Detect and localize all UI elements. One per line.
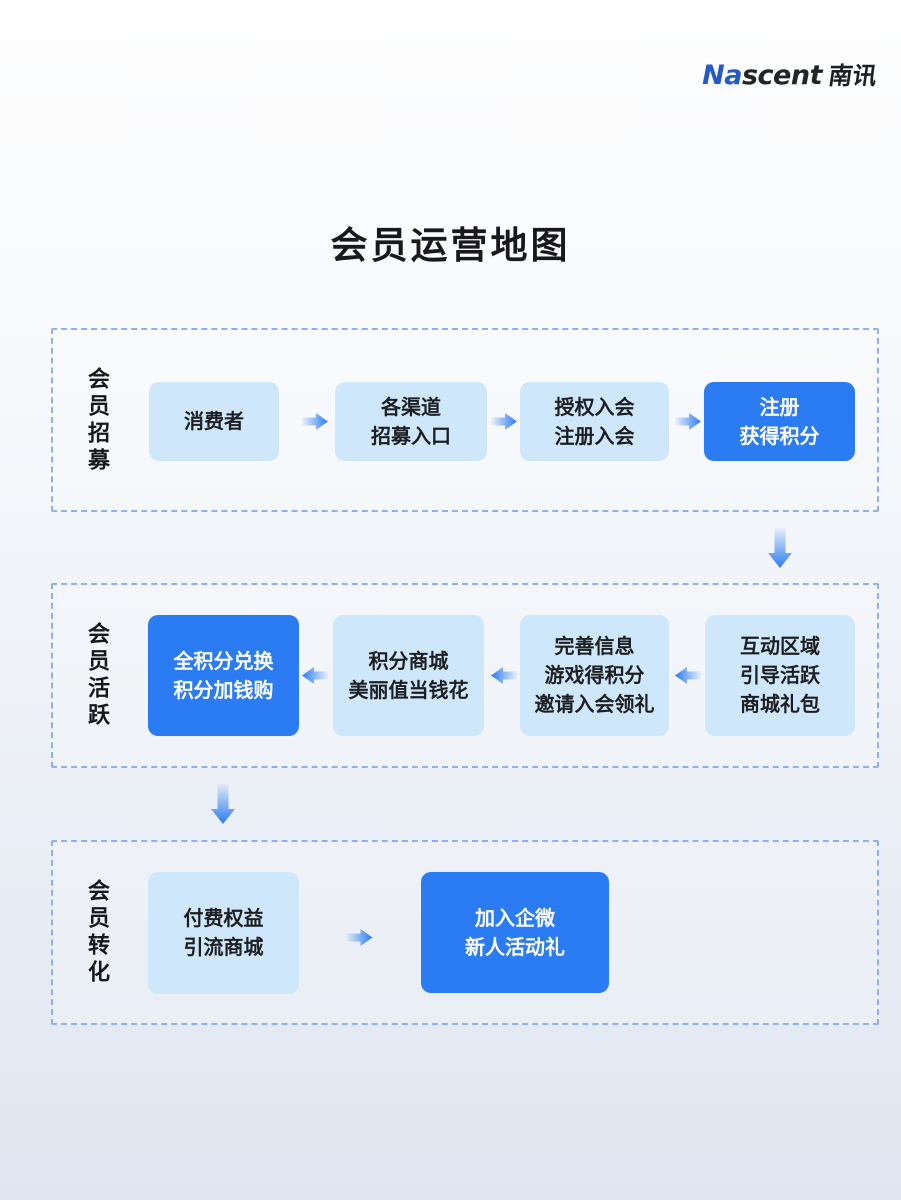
arrow-left-icon bbox=[491, 667, 517, 684]
box-complete-info-games: 完善信息 游戏得积分 邀请入会领礼 bbox=[520, 615, 669, 736]
row-label-active: 会员活跃 bbox=[84, 622, 109, 730]
arrow-left-icon bbox=[675, 667, 701, 684]
box-register-points: 注册 获得积分 bbox=[704, 382, 855, 461]
box-line: 互动区域 bbox=[740, 634, 820, 658]
box-line: 积分加钱购 bbox=[173, 677, 274, 702]
box-line: 全积分兑换 bbox=[173, 648, 274, 673]
box-paid-benefits: 付费权益 引流商城 bbox=[148, 872, 299, 994]
box-channel-entry: 各渠道 招募入口 bbox=[335, 382, 487, 461]
logo-nascent-blue: Na bbox=[702, 60, 742, 91]
box-line: 游戏得积分 bbox=[544, 663, 645, 687]
box-line: 获得积分 bbox=[739, 423, 820, 448]
box-join-wecom: 加入企微 新人活动礼 bbox=[421, 872, 609, 993]
box-interactive-zone: 互动区域 引导活跃 商城礼包 bbox=[705, 615, 855, 736]
box-line: 引流商城 bbox=[183, 935, 264, 959]
arrow-left-icon bbox=[302, 667, 328, 684]
box-line: 各渠道 bbox=[381, 394, 441, 419]
box-line: 注册 bbox=[759, 394, 800, 419]
arrow-right-icon bbox=[302, 413, 328, 430]
arrow-right-icon bbox=[346, 929, 373, 946]
row-label-convert: 会员转化 bbox=[84, 879, 109, 987]
box-line: 完善信息 bbox=[554, 634, 635, 658]
row-label-recruit: 会员招募 bbox=[84, 367, 109, 475]
box-line: 新人活动礼 bbox=[465, 934, 565, 959]
box-line: 商城礼包 bbox=[740, 692, 820, 716]
box-auth-register: 授权入会 注册入会 bbox=[520, 382, 669, 461]
box-line: 积分商城 bbox=[368, 648, 449, 673]
arrow-down-icon bbox=[768, 528, 792, 568]
box-line: 授权入会 bbox=[554, 394, 635, 419]
box-line: 引导活跃 bbox=[740, 663, 820, 687]
box-line: 邀请入会领礼 bbox=[534, 692, 655, 716]
box-line: 付费权益 bbox=[183, 906, 264, 930]
logo-cjk: 南讯 bbox=[826, 62, 879, 90]
page-title: 会员运营地图 bbox=[330, 223, 571, 267]
arrow-right-icon bbox=[675, 413, 701, 430]
logo-nascent-dark: scent bbox=[741, 60, 823, 91]
box-line: 消费者 bbox=[184, 409, 244, 433]
arrow-right-icon bbox=[491, 413, 517, 430]
box-line: 招募入口 bbox=[371, 423, 451, 448]
box-line: 加入企微 bbox=[475, 905, 555, 930]
box-full-points-redeem: 全积分兑换 积分加钱购 bbox=[148, 615, 299, 736]
box-line: 注册入会 bbox=[554, 423, 635, 448]
box-consumer: 消费者 bbox=[149, 382, 279, 461]
box-line: 美丽值当钱花 bbox=[348, 677, 469, 702]
box-points-mall: 积分商城 美丽值当钱花 bbox=[333, 615, 484, 736]
arrow-down-icon bbox=[211, 784, 235, 824]
